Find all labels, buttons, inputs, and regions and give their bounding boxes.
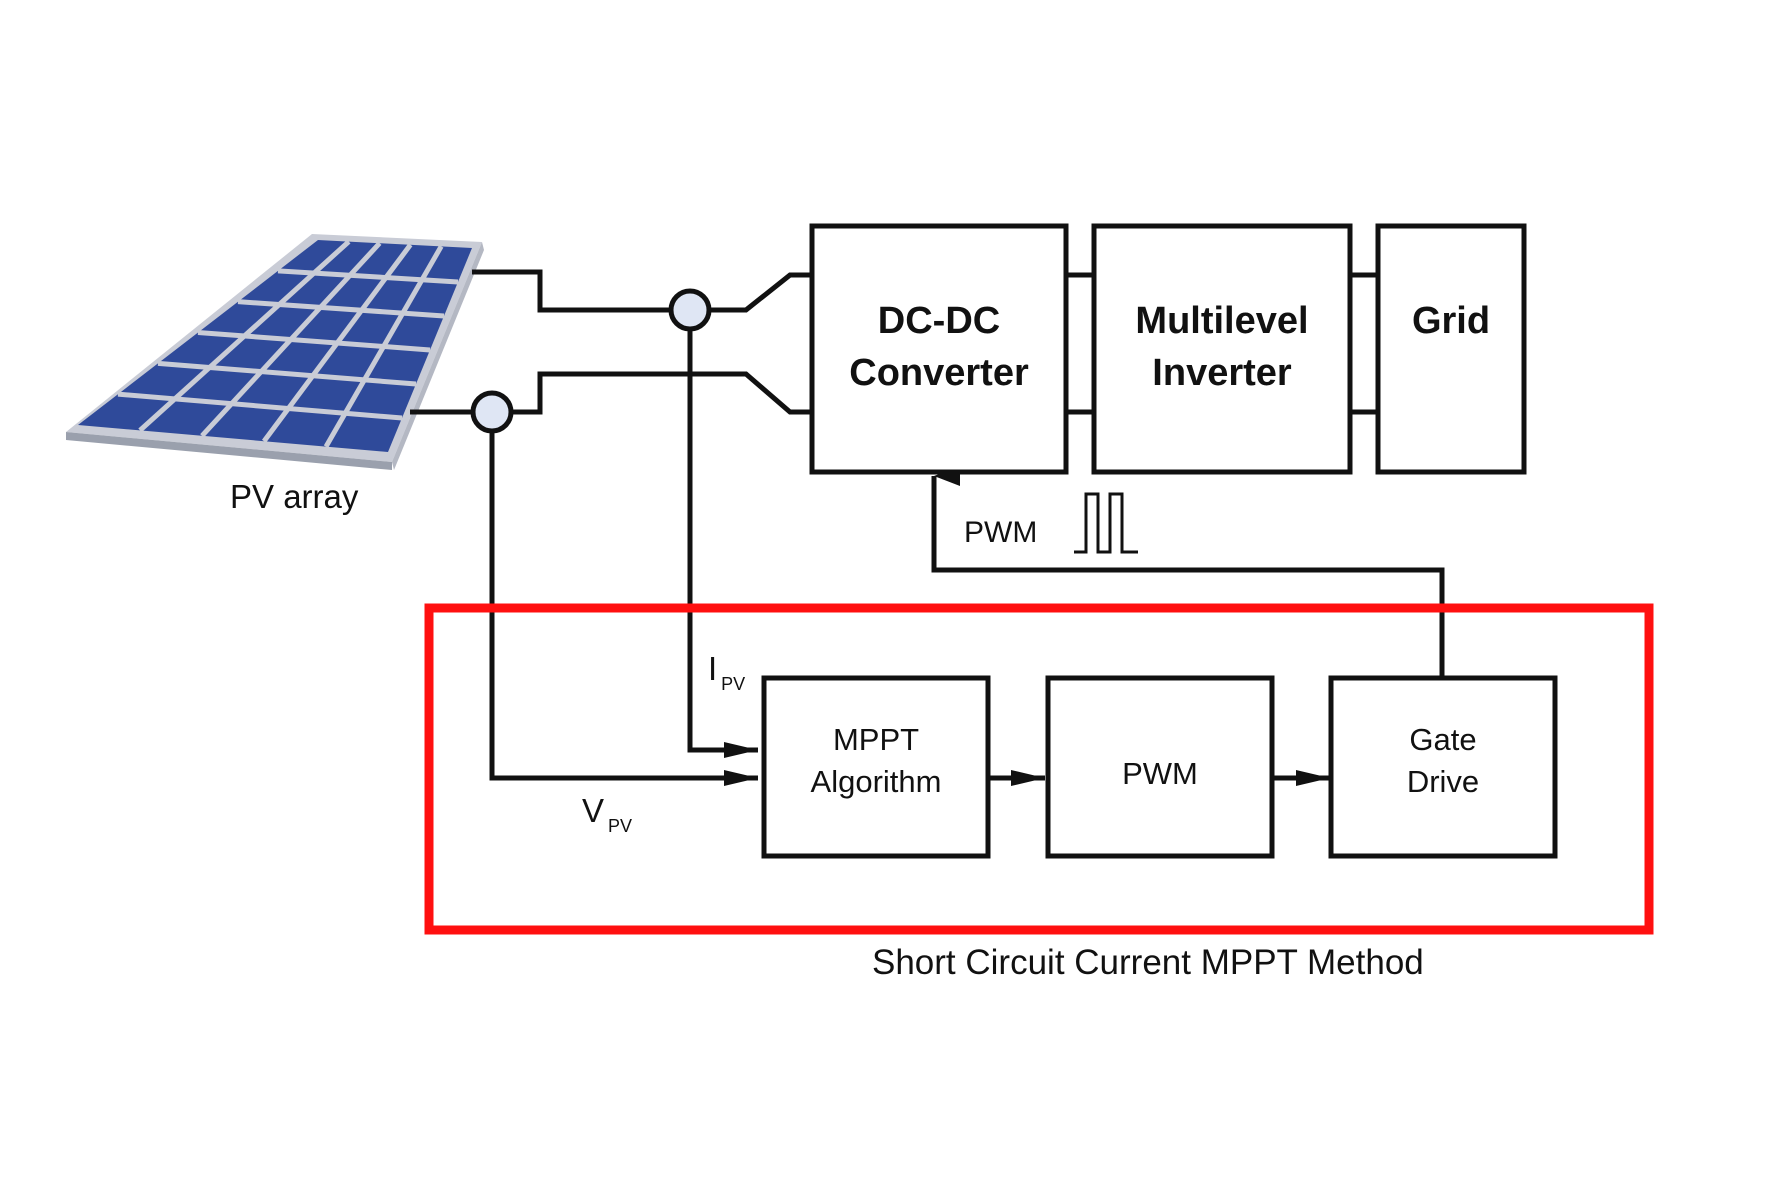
voltage-sense-node [470, 390, 514, 434]
mppt-label-line2: Algorithm [811, 764, 942, 799]
voltage-sense-wire [489, 432, 758, 786]
mppt-method-highlight-box [424, 603, 1654, 935]
pv-positive-to-converter [711, 272, 812, 313]
method-caption: Short Circuit Current MPPT Method [872, 943, 1424, 982]
gate-label-line1: Gate [1409, 722, 1476, 757]
current-sense-node [668, 288, 712, 332]
pwm-block-label: PWM [1122, 756, 1198, 791]
dcdc-converter-block: DC-DC Converter [809, 223, 1069, 475]
gate-drive-block: Gate Drive [1328, 675, 1558, 859]
mppt-label-line1: MPPT [833, 722, 919, 757]
pwm-feedback-label: PWM [964, 516, 1037, 549]
gate-to-converter-feedback [931, 466, 1445, 676]
multilevel-inverter-block: Multilevel Inverter [1091, 223, 1353, 475]
pwm-pulse-icon [1074, 492, 1138, 554]
mppt-algorithm-block: MPPT Algorithm [761, 675, 991, 859]
pv-positive-wire [472, 269, 669, 313]
gate-label-line2: Drive [1407, 764, 1479, 799]
inverter-label-line2: Inverter [1152, 352, 1292, 394]
current-sense-wire [687, 330, 758, 758]
pv-array-label: PV array [230, 478, 359, 515]
grid-label: Grid [1412, 300, 1490, 342]
dcdc-label-line1: DC-DC [878, 300, 1000, 342]
pv-negative-to-converter [512, 371, 812, 415]
pwm-block: PWM [1045, 675, 1275, 859]
solar-panel-icon [66, 234, 484, 470]
pv-wiring [410, 269, 1445, 786]
dcdc-label-line2: Converter [849, 352, 1029, 394]
inverter-label-line1: Multilevel [1135, 300, 1308, 342]
grid-block: Grid [1375, 223, 1527, 475]
